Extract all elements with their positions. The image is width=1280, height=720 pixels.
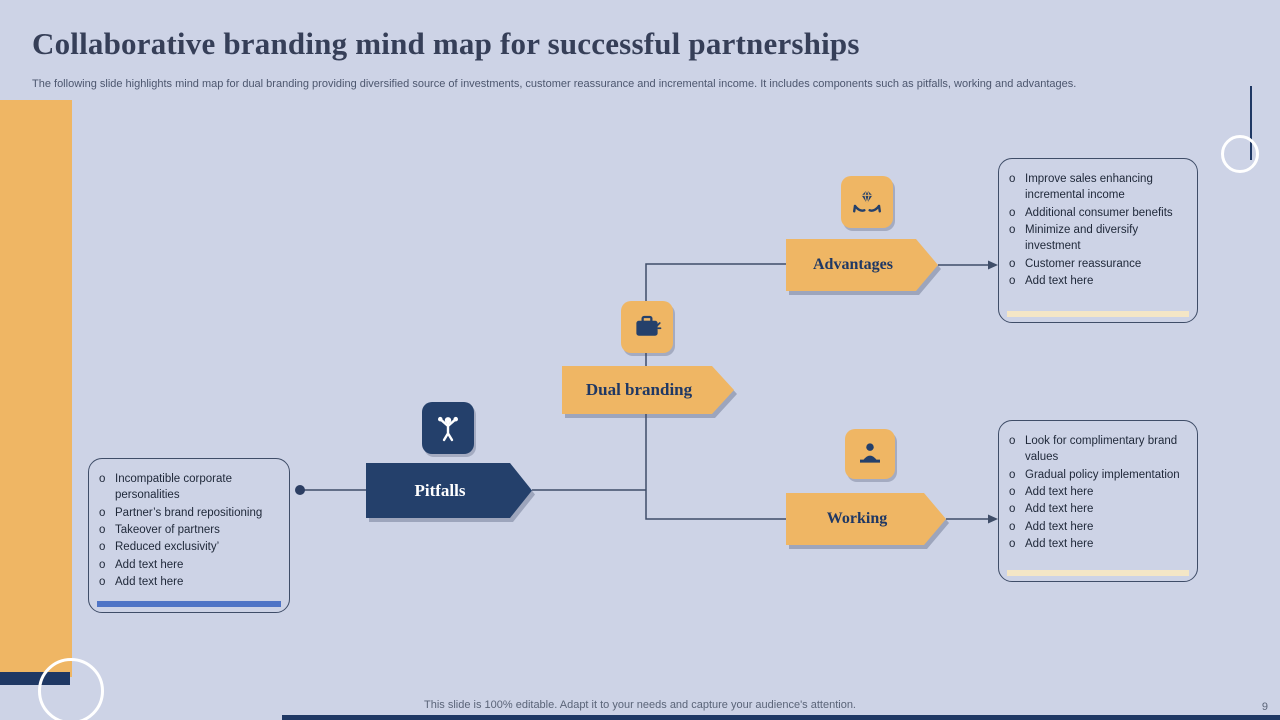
bullet-marker: o bbox=[1009, 206, 1016, 219]
list-item: o Add text here bbox=[1009, 273, 1189, 289]
person-at-desk-icon bbox=[845, 429, 895, 479]
dual-branding-label: Dual branding bbox=[585, 380, 693, 399]
bullet-marker: o bbox=[1009, 503, 1016, 516]
pitfalls-list: o Incompatible corporate personalities o… bbox=[99, 471, 281, 590]
working-arrow: Working bbox=[786, 493, 946, 545]
dual-branding-arrow: Dual branding bbox=[562, 366, 734, 414]
list-item: o Minimize and diversify investment bbox=[1009, 222, 1189, 255]
diamond-in-hands-icon-glyph bbox=[853, 189, 881, 213]
working-label: Working bbox=[826, 510, 888, 527]
list-item-text: Add text here bbox=[1025, 520, 1094, 533]
page-subtitle: The following slide highlights mind map … bbox=[32, 78, 1077, 90]
bullet-marker: o bbox=[1009, 223, 1016, 236]
person-presenting-icon bbox=[422, 402, 474, 454]
advantages-list: o Improve sales enhancing incremental in… bbox=[1009, 171, 1189, 289]
list-item: o Add text here bbox=[1009, 519, 1189, 535]
list-item: o Add text here bbox=[99, 557, 281, 573]
list-item-text: Reduced exclusivity’ bbox=[115, 541, 220, 554]
list-item: o Add text here bbox=[1009, 484, 1189, 500]
pitfalls-detail-box: o Incompatible corporate personalities o… bbox=[88, 458, 290, 613]
list-item: o Add text here bbox=[99, 574, 281, 590]
list-item-text: Customer reassurance bbox=[1025, 257, 1142, 270]
bullet-marker: o bbox=[1009, 468, 1016, 481]
working-list: o Look for complimentary brand values o … bbox=[1009, 433, 1189, 552]
page-title: Collaborative branding mind map for succ… bbox=[32, 26, 860, 61]
advantages-label: Advantages bbox=[812, 256, 893, 273]
list-item: o Additional consumer benefits bbox=[1009, 205, 1189, 221]
pitfalls-arrow: Pitfalls bbox=[366, 463, 532, 518]
list-item: o Gradual policy implementation bbox=[1009, 467, 1189, 483]
bullet-marker: o bbox=[99, 541, 106, 554]
dual-branding-node: Dual branding bbox=[562, 366, 734, 414]
left-accent-bar bbox=[0, 100, 72, 677]
list-item-text: Add text here bbox=[1025, 485, 1094, 498]
bullet-marker: o bbox=[1009, 485, 1016, 498]
bullet-marker: o bbox=[99, 523, 106, 536]
working-detail-box: o Look for complimentary brand values o … bbox=[998, 420, 1198, 582]
list-item-text: Partner’s brand repositioning bbox=[115, 506, 263, 519]
bullet-marker: o bbox=[1009, 520, 1016, 533]
top-right-circle-ornament bbox=[1221, 135, 1259, 173]
box-accent-bar bbox=[97, 601, 281, 607]
diamond-in-hands-icon bbox=[841, 176, 893, 228]
pitfalls-node: Pitfalls bbox=[366, 463, 532, 518]
top-right-line-ornament bbox=[1250, 86, 1252, 160]
box-accent-bar bbox=[1007, 311, 1189, 317]
list-item: o Customer reassurance bbox=[1009, 256, 1189, 272]
list-item: o Add text here bbox=[1009, 536, 1189, 552]
list-item-text: Add text here bbox=[1025, 503, 1094, 516]
bullet-marker: o bbox=[99, 506, 106, 519]
list-item-text: Incompatible corporate personalities bbox=[115, 473, 232, 502]
footer-note: This slide is 100% editable. Adapt it to… bbox=[424, 699, 856, 711]
list-item: o Partner’s brand repositioning bbox=[99, 505, 281, 521]
bottom-edge-bar bbox=[282, 715, 1280, 720]
list-item-text: Improve sales enhancing incremental inco… bbox=[1025, 173, 1153, 202]
list-item: o Add text here bbox=[1009, 501, 1189, 517]
briefcase-icon bbox=[621, 301, 673, 353]
list-item-text: Add text here bbox=[1025, 274, 1094, 287]
bullet-marker: o bbox=[99, 575, 106, 588]
list-item-text: Minimize and diversify investment bbox=[1025, 223, 1139, 253]
list-item-text: Takeover of partners bbox=[115, 523, 220, 536]
bullet-marker: o bbox=[1009, 257, 1016, 270]
list-item-text: Gradual policy implementation bbox=[1025, 468, 1180, 481]
advantages-detail-box: o Improve sales enhancing incremental in… bbox=[998, 158, 1198, 323]
list-item: o Improve sales enhancing incremental in… bbox=[1009, 171, 1189, 204]
pitfalls-label: Pitfalls bbox=[414, 480, 466, 500]
bullet-marker: o bbox=[99, 558, 106, 571]
briefcase-icon-glyph bbox=[636, 315, 662, 336]
bullet-marker: o bbox=[1009, 435, 1016, 447]
advantages-arrow: Advantages bbox=[786, 239, 938, 291]
advantages-node: Advantages bbox=[786, 239, 938, 291]
bullet-marker: o bbox=[1009, 173, 1016, 185]
list-item: o Takeover of partners bbox=[99, 522, 281, 538]
person-at-desk-icon-glyph bbox=[860, 443, 880, 463]
box-accent-bar bbox=[1007, 570, 1189, 576]
list-item-text: Add text here bbox=[115, 558, 184, 571]
bottom-left-circle-ornament bbox=[38, 658, 104, 720]
page-number: 9 bbox=[1261, 701, 1268, 713]
list-item-text: Add text here bbox=[1025, 537, 1094, 550]
list-item-text: Look for complimentary brand values bbox=[1025, 435, 1178, 464]
list-item: o Incompatible corporate personalities bbox=[99, 471, 281, 504]
list-item-text: Additional consumer benefits bbox=[1025, 206, 1173, 219]
bullet-marker: o bbox=[99, 473, 106, 485]
list-item: o Look for complimentary brand values bbox=[1009, 433, 1189, 466]
list-item-text: Add text here bbox=[115, 575, 184, 588]
bullet-marker: o bbox=[1009, 274, 1016, 287]
list-item: o Reduced exclusivity’ bbox=[99, 539, 281, 555]
working-node: Working bbox=[786, 493, 946, 545]
bullet-marker: o bbox=[1009, 537, 1016, 550]
person-presenting-icon-glyph bbox=[438, 416, 458, 442]
